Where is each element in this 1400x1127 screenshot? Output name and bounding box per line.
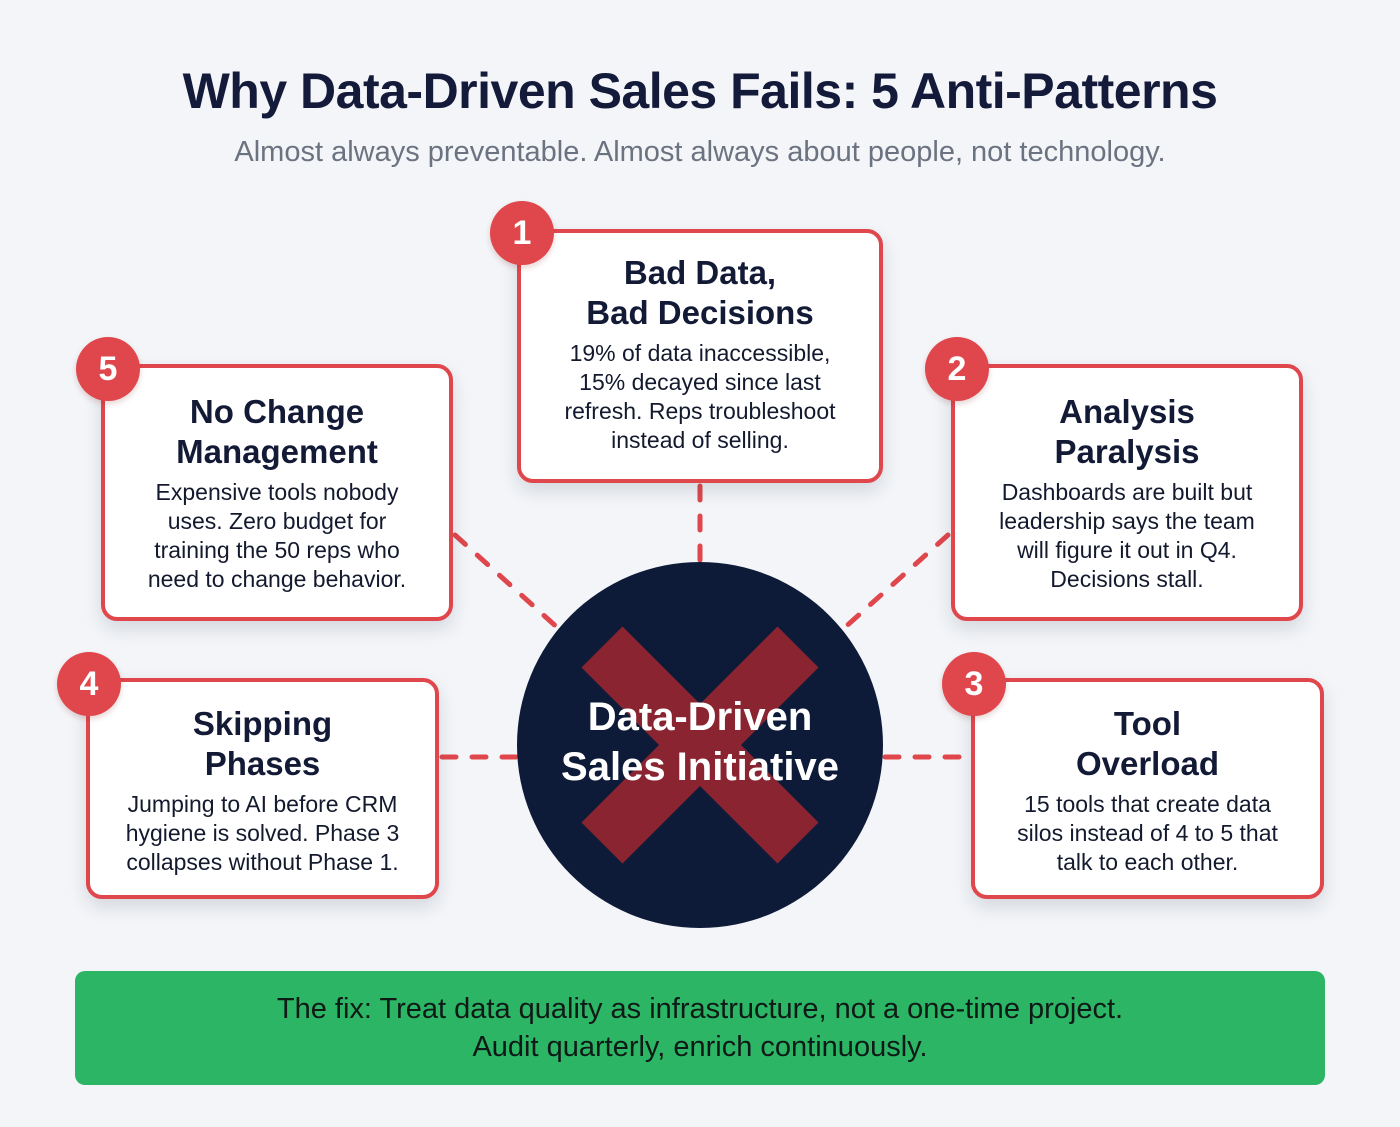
anti-pattern-card-5: No Change Management Expensive tools nob…	[101, 364, 453, 621]
card-title-line2: Phases	[204, 745, 321, 782]
x-mark-icon	[581, 626, 819, 864]
anti-pattern-card-1: Bad Data, Bad Decisions 19% of data inac…	[517, 229, 883, 483]
card-body-line: Decisions stall.	[1050, 566, 1204, 592]
card-title-line1: Tool	[1113, 705, 1182, 742]
number-badge-3: 3	[942, 652, 1006, 716]
card-body-line: will figure it out in Q4.	[1017, 537, 1237, 563]
card-title-line1: Analysis	[1059, 393, 1195, 430]
card-body-line: Dashboards are built but	[1001, 479, 1253, 505]
page-subtitle: Almost always preventable. Almost always…	[234, 136, 1166, 168]
card-title-line2: Management	[176, 433, 378, 470]
central-hub: Data-Driven Sales Initiative	[517, 562, 883, 928]
card-body: 19% of data inaccessible, 15% decayed si…	[539, 339, 861, 455]
number-badge-2: 2	[925, 337, 989, 401]
card-body-line: training the 50 reps who	[154, 537, 400, 563]
card-body-line: instead of selling.	[611, 427, 789, 453]
fix-line1: The fix: Treat data quality as infrastru…	[276, 993, 1124, 1025]
hub-label-line1: Data-Driven	[587, 695, 813, 739]
card-body: 15 tools that create data silos instead …	[993, 790, 1302, 877]
card-body: Jumping to AI before CRM hygiene is solv…	[108, 790, 417, 877]
anti-pattern-card-3: Tool Overload 15 tools that create data …	[971, 678, 1324, 899]
card-body-line: talk to each other.	[1056, 849, 1239, 875]
anti-pattern-card-2: Analysis Paralysis Dashboards are built …	[951, 364, 1303, 621]
card-body: Dashboards are built but leadership says…	[973, 478, 1281, 594]
card-title-line2: Overload	[1075, 745, 1220, 782]
card-title: Tool Overload	[993, 704, 1302, 784]
card-title: No Change Management	[123, 392, 431, 472]
card-body-line: 15% decayed since last	[579, 369, 821, 395]
anti-pattern-card-4: Skipping Phases Jumping to AI before CRM…	[86, 678, 439, 899]
card-body-line: Expensive tools nobody	[155, 479, 399, 505]
card-title-line1: Bad Data,	[623, 254, 777, 291]
card-body-line: 19% of data inaccessible,	[569, 340, 831, 366]
connector-5	[452, 532, 563, 633]
card-body: Expensive tools nobody uses. Zero budget…	[123, 478, 431, 594]
card-title-line1: No Change	[189, 393, 365, 430]
card-title: Skipping Phases	[108, 704, 417, 784]
card-body-line: silos instead of 4 to 5 that	[1017, 820, 1278, 846]
card-body-line: collapses without Phase 1.	[126, 849, 399, 875]
card-title-line2: Paralysis	[1054, 433, 1200, 470]
fix-line2: Audit quarterly, enrich continuously.	[472, 1031, 928, 1063]
number-badge-5: 5	[76, 337, 140, 401]
card-body-line: Jumping to AI before CRM	[127, 791, 398, 817]
card-body-line: 15 tools that create data	[1024, 791, 1271, 817]
hub-label-line2: Sales Initiative	[561, 745, 839, 789]
card-title: Bad Data, Bad Decisions	[539, 253, 861, 333]
card-body-line: uses. Zero budget for	[167, 508, 387, 534]
hub-label: Data-Driven Sales Initiative	[517, 692, 883, 792]
card-title-line1: Skipping	[192, 705, 333, 742]
page-title: Why Data-Driven Sales Fails: 5 Anti-Patt…	[182, 63, 1218, 119]
card-body-line: refresh. Reps troubleshoot	[564, 398, 836, 424]
fix-banner: The fix: Treat data quality as infrastru…	[75, 971, 1325, 1085]
number-badge-4: 4	[57, 652, 121, 716]
card-body-line: hygiene is solved. Phase 3	[125, 820, 400, 846]
card-title: Analysis Paralysis	[973, 392, 1281, 472]
card-title-line2: Bad Decisions	[586, 294, 814, 331]
number-badge-1: 1	[490, 201, 554, 265]
card-body-line: leadership says the team	[999, 508, 1255, 534]
card-body-line: need to change behavior.	[147, 566, 407, 592]
connector-2	[839, 532, 951, 633]
